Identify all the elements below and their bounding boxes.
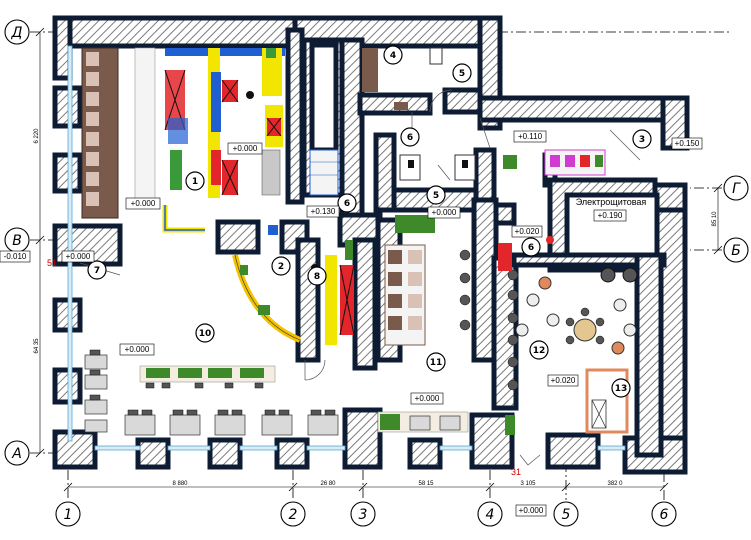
elev-room-6-mid: +0.020 [515, 227, 540, 236]
table-set-left [84, 349, 108, 433]
axis-label-D: Д [11, 25, 23, 41]
room-number-7: 7 [94, 266, 100, 276]
axis-marker-3 [350, 501, 376, 527]
room-3-equipment [399, 149, 606, 271]
room-number-6b: 6 [344, 199, 350, 209]
room-number-10: 10 [199, 329, 212, 339]
electrical-room-label: Электрощитовая [576, 197, 647, 207]
elev-corridor: +0.130 [311, 207, 336, 216]
room-number-6c: 6 [528, 243, 534, 253]
axis-marker-2 [280, 501, 306, 527]
room-number-6a: 6 [407, 133, 413, 143]
elev-kitchen: +0.000 [233, 144, 258, 153]
axis-label-3: 3 [359, 507, 368, 523]
axis-marker-4 [477, 501, 503, 527]
room-number-5b: 5 [433, 191, 439, 201]
axis-label-B: Б [731, 243, 741, 259]
elev-bottom-axis: +0.000 [519, 506, 544, 515]
axis-marker-B [723, 237, 749, 263]
room-number-2: 2 [278, 262, 284, 272]
room-number-1: 1 [192, 177, 198, 187]
elev-room-12: +0.020 [551, 376, 576, 385]
booths-room-11 [325, 215, 471, 346]
axis-label-5: 5 [562, 507, 571, 523]
outer-walls [52, 15, 690, 475]
glazing [67, 45, 626, 451]
room-number-4: 4 [390, 51, 396, 61]
cafe-room-12 [507, 267, 638, 434]
dimension-lines: 8 880 26 80 58 15 3 105 382 0 6 220 64 3… [34, 27, 723, 492]
axis-label-6: 6 [660, 507, 669, 523]
elev-room-3: +0.150 [675, 139, 700, 148]
marker-31: 31 [511, 467, 521, 477]
axis-marker-A [4, 440, 30, 466]
dim-4-5: 3 105 [520, 481, 536, 487]
elev-room-6-top: +0.110 [518, 132, 543, 141]
table-set-bottom [124, 409, 339, 436]
axis-label-A: А [11, 446, 22, 462]
axis-label-G: Г [732, 181, 741, 197]
axis-marker-1 [55, 501, 81, 527]
elev-hall-left: +0.000 [125, 345, 150, 354]
axis-label-4: 4 [486, 507, 495, 523]
room-number-11: 11 [430, 358, 443, 368]
room-number-13: 13 [615, 384, 628, 394]
elev-entry-7: +0.000 [66, 252, 91, 261]
axis-marker-5 [553, 501, 579, 527]
axis-markers: 1 2 3 4 5 6 Д В А Г Б [4, 19, 749, 527]
elevation-marks: +0.000 +0.000 -0.010 +0.000 +0.000 +0.13… [0, 130, 703, 517]
elev-bottom-mid: +0.000 [415, 394, 440, 403]
room-4-equipment [362, 47, 443, 110]
elev-west-entry: -0.010 [4, 252, 27, 261]
axis-label-V: В [12, 233, 22, 249]
dim-2-3: 26 80 [320, 481, 336, 487]
room-number-5a: 5 [459, 69, 465, 79]
kitchen-equipment [81, 47, 339, 235]
room-markers: 1 2 3 4 5 5 6 6 6 7 8 10 11 12 13 [87, 45, 652, 398]
room-number-8: 8 [314, 272, 320, 282]
dim-5-6: 382 0 [607, 481, 623, 487]
marker-51: 51 [47, 258, 57, 268]
dim-3-4: 58 15 [418, 481, 434, 487]
bar-counter [232, 91, 319, 343]
dim-D-V: 6 220 [34, 128, 40, 144]
room-number-12: 12 [533, 346, 546, 356]
axis-label-2: 2 [289, 507, 298, 523]
dim-1-2: 8 880 [172, 481, 188, 487]
room-number-3: 3 [639, 135, 645, 145]
dim-G-B: 85 10 [712, 211, 718, 227]
dim-V-A: 64 35 [34, 338, 40, 354]
axis-marker-D [4, 19, 30, 45]
elev-electrical: +0.190 [598, 211, 623, 220]
elev-left-room: +0.000 [131, 199, 156, 208]
planters [139, 365, 515, 435]
elev-wc: +0.000 [432, 208, 457, 217]
axis-marker-G [723, 175, 749, 201]
axis-marker-6 [651, 501, 677, 527]
axis-label-1: 1 [64, 507, 73, 523]
